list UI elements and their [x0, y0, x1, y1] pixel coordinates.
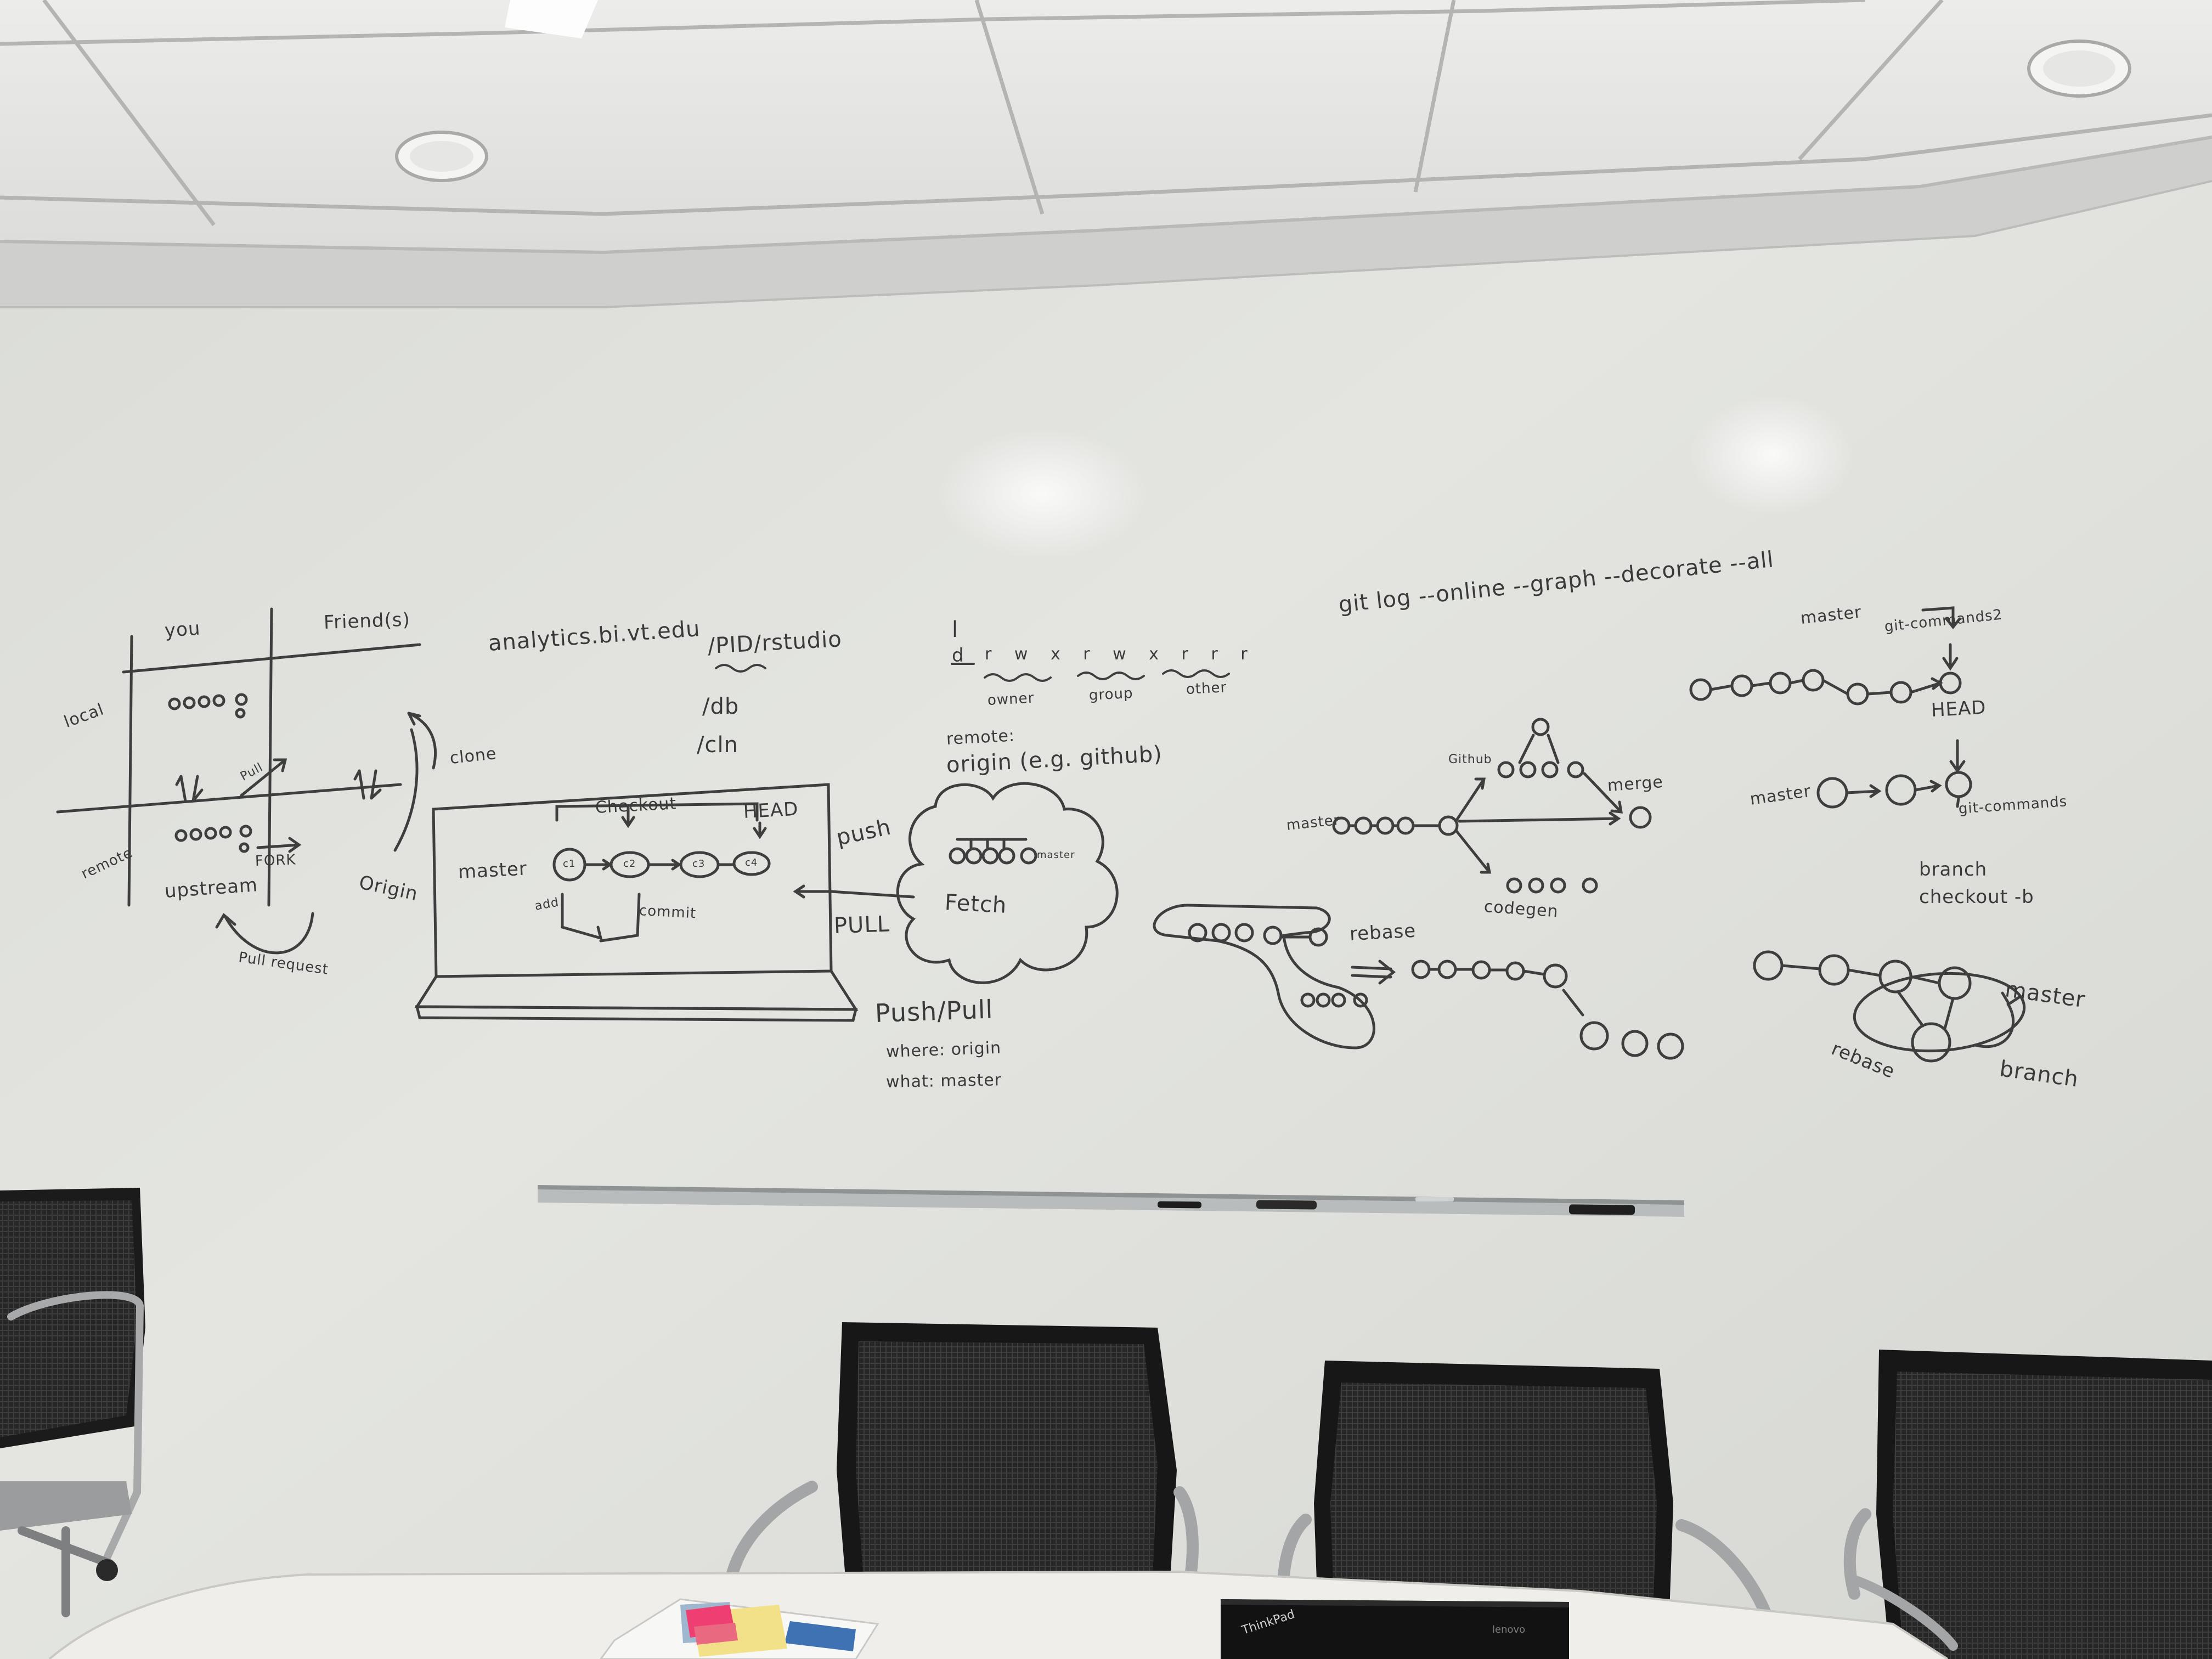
label-where: where: origin: [885, 1038, 1002, 1062]
label-fork: FORK: [255, 851, 297, 870]
underline-squiggles: [715, 663, 1230, 682]
ceiling: [0, 0, 2212, 308]
label-owner: owner: [987, 690, 1035, 709]
laptop-lid: [1221, 1599, 1569, 1659]
label-head-laptop: HEAD: [742, 798, 799, 823]
label-push-pull: Push/Pull: [874, 994, 994, 1028]
label-branch-cmd: branch: [1919, 859, 1988, 881]
label-master-laptop: master: [457, 857, 528, 883]
laptop-sketch: [414, 783, 915, 1022]
cloud-sketch: [896, 782, 1119, 984]
commit-c2: c2: [623, 858, 636, 870]
label-what: what: master: [885, 1070, 1002, 1092]
label-you: you: [163, 617, 201, 642]
dir-cln: /cln: [697, 732, 738, 758]
perm-l: l: [952, 617, 959, 642]
label-group: group: [1088, 685, 1134, 704]
dir-db: /db: [702, 694, 740, 719]
perm-d: d: [952, 645, 964, 667]
label-head-right: HEAD: [1930, 696, 1987, 721]
git-graph-sketch: [1153, 718, 1684, 1060]
permissions: r w x r w x r r r: [985, 645, 1248, 664]
commit-c1: c1: [563, 858, 576, 870]
label-commit: commit: [639, 902, 697, 922]
marker-tray: [538, 1185, 1684, 1217]
branch-diagram: [1689, 606, 2026, 1063]
label-remote-colon: remote:: [946, 726, 1015, 749]
commit-c4: c4: [745, 857, 758, 868]
light-glare: [938, 428, 1147, 560]
label-merge: merge: [1606, 772, 1664, 795]
office-chair-center: [721, 1322, 1199, 1616]
fork-diagram: [56, 607, 437, 955]
office-chair-far-right: [1843, 1350, 2212, 1659]
laptop-logo-lenovo: lenovo: [1492, 1624, 1526, 1635]
label-friends: Friend(s): [323, 608, 411, 634]
cloud-master: master: [1037, 849, 1075, 861]
light-glare: [1690, 395, 1854, 516]
commit-c3: c3: [692, 858, 706, 870]
label-checkout-b: checkout -b: [1919, 886, 2034, 908]
label-fetch: Fetch: [944, 890, 1008, 918]
label-rebase-graph: rebase: [1348, 919, 1417, 945]
label-other: other: [1186, 679, 1227, 698]
label-pull-arrow: PULL: [833, 911, 890, 939]
label-github: Github: [1448, 753, 1492, 766]
papers-sticky-notes: [600, 1598, 879, 1659]
office-chair-left: [0, 1188, 145, 1617]
